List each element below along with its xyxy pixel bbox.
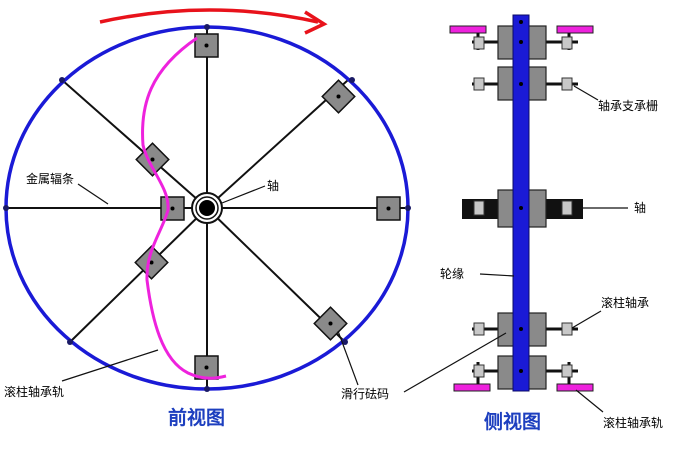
- shaft-dots: [519, 20, 523, 373]
- weight-center: [204, 365, 209, 370]
- rim-label: 轮缘: [440, 267, 464, 281]
- axle-hub: [191, 192, 223, 224]
- shaft-dot: [519, 369, 523, 373]
- side-leader-lines: [403, 85, 628, 413]
- weight-center: [204, 43, 209, 48]
- side-roller-tracks: [449, 25, 594, 392]
- rim-joints: [3, 24, 411, 392]
- axle-core: [199, 200, 215, 216]
- shaft-dot: [519, 40, 523, 44]
- weight-center: [336, 94, 341, 99]
- weight-center: [149, 260, 154, 265]
- front-leader-lines: [61, 183, 359, 386]
- rim-joint: [59, 77, 65, 83]
- roller: [473, 200, 485, 216]
- bearing-grid-leader-line: [573, 85, 599, 101]
- spoke: [61, 79, 208, 209]
- roller: [561, 200, 573, 216]
- front-view-title: 前视图: [168, 406, 225, 429]
- axle-label: 轴: [267, 178, 279, 193]
- roller-bearing-label: 滚柱轴承: [601, 295, 649, 310]
- shaft-dot: [519, 327, 523, 331]
- sliding-weight-label: 滑行砝码: [341, 386, 389, 401]
- roller: [473, 322, 485, 336]
- rim-joint: [405, 205, 411, 211]
- roller: [473, 77, 485, 91]
- rim-joint: [342, 339, 348, 345]
- weight-center: [386, 206, 391, 211]
- side-view-title: 侧视图: [484, 410, 541, 433]
- roller-track-leader-line: [403, 332, 507, 393]
- roller: [561, 77, 573, 91]
- weight-leader-line: [337, 330, 359, 386]
- roller-track-bar: [556, 383, 594, 392]
- side-axle-label: 轴: [634, 200, 646, 215]
- spoke-label: 金属辐条: [26, 171, 74, 186]
- bearing-grid-label: 轴承支承栅: [598, 98, 658, 113]
- shaft-dot: [519, 20, 523, 24]
- roller-bearing-leader-line: [571, 310, 602, 329]
- weight-centers: [149, 43, 391, 370]
- weight-center: [170, 206, 175, 211]
- rim-joint: [349, 77, 355, 83]
- roller-track-label: 滚柱轴承轨: [4, 384, 64, 399]
- bottom-track-leader-line: [575, 389, 604, 413]
- front-view: 金属辐条 轴 滚柱轴承轨 滑行砝码 前视图: [3, 8, 411, 429]
- weight-center: [150, 157, 155, 162]
- rim-joint: [67, 339, 73, 345]
- roller-track-bar: [449, 25, 487, 34]
- spoke: [69, 207, 208, 343]
- weight-center: [328, 321, 333, 326]
- rim-leader-line: [479, 273, 515, 277]
- side-roller-track-label: 滚柱轴承轨: [603, 415, 663, 430]
- side-view: 轴承支承栅 轴 轮缘 滚柱轴承 滚柱轴承轨 侧视图: [403, 14, 663, 433]
- roller: [561, 36, 573, 50]
- track-leader-line: [61, 349, 159, 382]
- rim-joint: [3, 205, 9, 211]
- rim-joint: [204, 24, 210, 30]
- shaft-dot: [519, 206, 523, 210]
- rotation-arrowhead-icon: [304, 10, 328, 35]
- shaft-dot: [519, 82, 523, 86]
- rotation-arrow-icon: [99, 8, 319, 24]
- rim-joint: [204, 386, 210, 392]
- roller: [561, 364, 573, 378]
- roller-track-bar: [556, 25, 594, 34]
- roller-bearing-track: [141, 36, 227, 380]
- spoke-leader-line: [77, 183, 109, 205]
- roller-track-bar: [453, 383, 491, 392]
- spoke: [206, 79, 349, 209]
- side-rollers: [473, 36, 573, 378]
- roller: [473, 36, 485, 50]
- axle-leader-line: [221, 185, 266, 204]
- roller: [561, 322, 573, 336]
- side-rim-shaft: [512, 14, 530, 392]
- roller: [473, 364, 485, 378]
